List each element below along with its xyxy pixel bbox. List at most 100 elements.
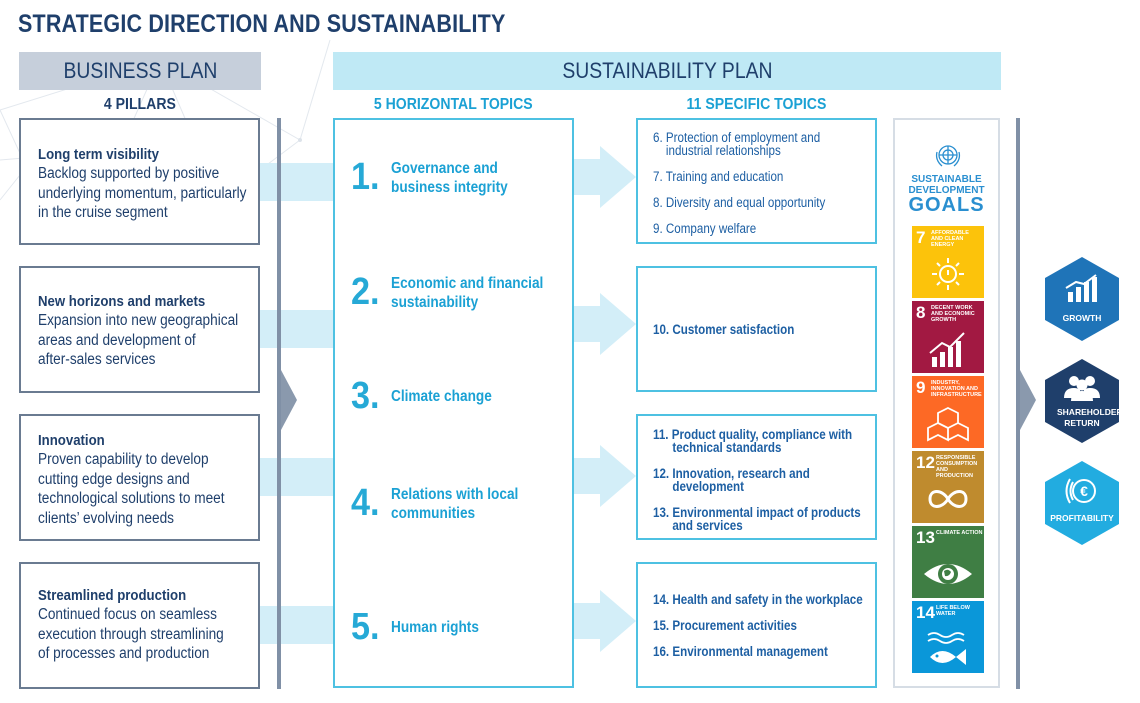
specific-topic: and services: [653, 518, 743, 533]
growth-chart-icon: [929, 332, 965, 367]
hexagon-shape: [1045, 257, 1119, 341]
flow-chevron-icon: [1020, 370, 1036, 430]
specific-topic: technical standards: [653, 440, 782, 455]
horizontal-topics-heading: 5 HORIZONTAL TOPICS: [374, 96, 533, 113]
topic-number: 5.: [351, 606, 380, 648]
flow-chevron-icon: [281, 370, 297, 430]
topic-arrow: [574, 603, 600, 639]
specific-topic: industrial relationships: [653, 143, 781, 158]
topic-arrow-head-icon: [600, 445, 636, 507]
outcome-shareholders-return: SHAREHOLDERS RETURN: [1044, 358, 1129, 444]
topic-arrow-head-icon: [600, 146, 636, 208]
sdg-tile-14: 14 LIFE BELOW WATER: [912, 601, 984, 673]
pillar-title: Long term visibility: [38, 146, 160, 163]
pillar-title: New horizons and markets: [38, 293, 206, 310]
specific-topics-heading: 11 SPECIFIC TOPICS: [686, 96, 827, 113]
sustainability-plan-label: SUSTAINABILITY PLAN: [561, 58, 773, 83]
svg-text:€: €: [1080, 483, 1088, 499]
sdg-logo-goals: GOALS: [908, 194, 985, 216]
outcome-label: SHAREHOLDERS RETURN: [1057, 407, 1129, 428]
topic-arrow-head-icon: [600, 293, 636, 355]
sdg-logo-line: SUSTAINABLE: [911, 174, 982, 185]
pillars-heading: 4 PILLARS: [104, 96, 176, 113]
horizontal-topic: 4. Relations with local communities: [351, 482, 536, 525]
sdg-tile-9: 9 INDUSTRY, INNOVATION AND INFRASTRUCTUR…: [912, 376, 984, 448]
sdg-tile-text: INDUSTRY, INNOVATION AND INFRASTRUCTURE: [931, 380, 982, 398]
fish-icon: [927, 632, 966, 665]
specific-topic: 16. Environmental management: [653, 644, 828, 659]
euro-coin-icon: €: [1065, 478, 1096, 504]
pillar-description-line: Expansion into new geographical: [38, 312, 239, 329]
sdg-tile-text: AFFORDABLE AND CLEAN ENERGY: [931, 230, 969, 248]
specific-topic: 12. Innovation, research and: [653, 466, 810, 481]
sdg-tile-text: CLIMATE ACTION: [936, 530, 983, 536]
infinity-icon: [928, 490, 968, 508]
topic-label-line: Governance and: [391, 159, 498, 177]
pillar-description-line: areas and development of: [38, 331, 196, 349]
pillar-description-line: underlying momentum, particularly: [38, 184, 247, 202]
topic-arrow: [574, 159, 600, 195]
sustainability-plan-band: SUSTAINABILITY PLAN: [333, 52, 1001, 90]
topic-number: 4.: [351, 482, 380, 524]
pillar-description-line: in the cruise segment: [38, 204, 168, 221]
sdg-tile-text: LIFE BELOW WATER: [936, 605, 970, 617]
section-divider: [277, 118, 281, 689]
un-emblem-icon: [935, 145, 961, 167]
sdg-tile-number: 12: [916, 453, 935, 472]
specific-topic: 13. Environmental impact of products: [653, 505, 861, 520]
horizontal-topic: 5. Human rights: [351, 606, 491, 649]
pillar-description-line: of processes and production: [38, 645, 210, 662]
horizontal-topic: 3. Climate change: [351, 375, 506, 418]
sdg-tile-13: 13 CLIMATE ACTION: [912, 526, 984, 598]
people-group-icon: [1064, 376, 1100, 401]
sdg-tile-text: RESPONSIBLE CONSUMPTION AND PRODUCTION: [936, 455, 978, 479]
topic-number: 3.: [351, 375, 380, 417]
outcome-growth: GROWTH: [1044, 256, 1120, 342]
topic-label-line: Climate change: [391, 388, 492, 405]
earth-eye-icon: [924, 564, 972, 584]
specific-topic: 10. Customer satisfaction: [653, 322, 795, 337]
cubes-icon: [927, 406, 969, 442]
topic-arrow-head-icon: [600, 590, 636, 652]
pillar-description-line: Backlog supported by positive: [38, 165, 220, 182]
topic-label-line: business integrity: [391, 178, 508, 196]
horizontal-topic: 2. Economic and financial sustainability: [351, 271, 564, 314]
pillar-box: Innovation Proven capability to develop …: [19, 414, 260, 541]
topic-number: 1.: [351, 156, 380, 198]
outcome-profitability: € PROFITABILITY: [1044, 460, 1120, 546]
specific-topics-box: 6. Protection of employment and industri…: [636, 118, 877, 244]
sdg-logo-line: DEVELOPMENT: [908, 185, 985, 196]
pillar-connector: [260, 458, 334, 496]
sdg-tile-number: 14: [916, 603, 935, 622]
specific-topics-box: 11. Product quality, compliance with tec…: [636, 414, 877, 540]
sdg-tile-number: 13: [916, 528, 935, 547]
topic-label-line: Relations with local: [391, 485, 519, 503]
horizontal-topics-box: [333, 118, 574, 688]
pillar-description-line: cutting edge designs and: [38, 470, 190, 488]
pillar-connector: [260, 163, 334, 201]
topic-label-line: sustainability: [391, 293, 479, 311]
specific-topics-box: 10. Customer satisfaction: [636, 266, 877, 392]
sdg-tile-8: 8 DECENT WORK AND ECONOMIC GROWTH: [912, 301, 984, 373]
outcome-label: GROWTH: [1062, 313, 1102, 323]
specific-topics-box: 14. Health and safety in the workplace 1…: [636, 562, 877, 688]
section-divider: [1016, 118, 1020, 689]
pillar-description-line: Continued focus on seamless: [38, 606, 217, 623]
bar-chart-icon: [1065, 274, 1097, 302]
sdg-tile-number: 7: [916, 228, 926, 247]
sun-power-icon: [932, 258, 964, 290]
sdg-tile-number: 9: [916, 378, 926, 397]
business-plan-label: BUSINESS PLAN: [63, 58, 217, 83]
sdg-tile-text: DECENT WORK AND ECONOMIC GROWTH: [931, 305, 975, 323]
pillar-title: Streamlined production: [38, 587, 187, 604]
pillar-connector: [260, 310, 334, 348]
topic-label-line: Economic and financial: [391, 274, 544, 292]
pillar-description-line: after-sales services: [38, 351, 156, 368]
pillar-title: Innovation: [38, 432, 105, 449]
topic-label-line: Human rights: [391, 619, 479, 636]
specific-topic: 8. Diversity and equal opportunity: [653, 195, 826, 210]
topic-arrow: [574, 306, 600, 342]
outcome-label: PROFITABILITY: [1050, 513, 1114, 523]
sdg-tile-7: 7 AFFORDABLE AND CLEAN ENERGY: [912, 226, 984, 298]
horizontal-topic: 1. Governance and business integrity: [351, 156, 524, 199]
